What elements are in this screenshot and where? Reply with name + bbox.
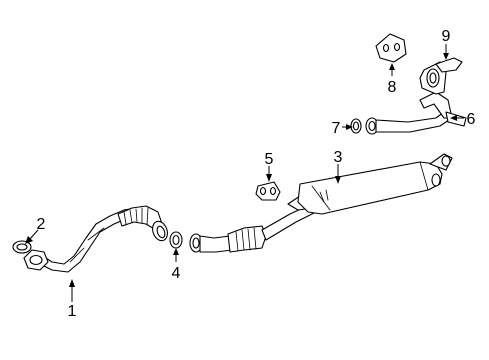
callout-9: 9 [442,28,451,45]
part-9-bracket [435,57,463,73]
callout-1: 1 [68,303,77,320]
callout-7: 7 [332,120,341,137]
part-3-muffler-assembly [189,153,453,253]
callout-2: 2 [37,216,46,233]
callout-5: 5 [265,151,274,168]
leader-2 [28,229,39,241]
part-2-gasket [12,240,32,254]
arrow-4 [173,248,179,255]
part-1-front-pipe [23,205,168,273]
callout-6: 6 [467,111,476,128]
arrow-8 [389,63,395,70]
callout-labels: 1 2 3 4 5 6 7 8 9 [37,28,476,320]
part-5-hanger [255,181,281,201]
part-8-hanger [375,33,407,63]
arrow-9 [443,53,449,60]
arrow-7 [346,124,353,130]
arrow-5 [266,174,272,182]
part-4-gasket [169,231,183,249]
arrow-3 [335,176,341,184]
arrow-6 [450,115,457,121]
part-7-gasket [350,118,362,134]
callout-3: 3 [334,149,343,166]
callout-8: 8 [388,79,397,96]
callout-4: 4 [172,265,181,282]
arrow-1 [69,279,75,287]
part-6-tail-pipe [365,61,467,135]
leader-lines [25,44,464,302]
arrow-2 [25,236,33,244]
